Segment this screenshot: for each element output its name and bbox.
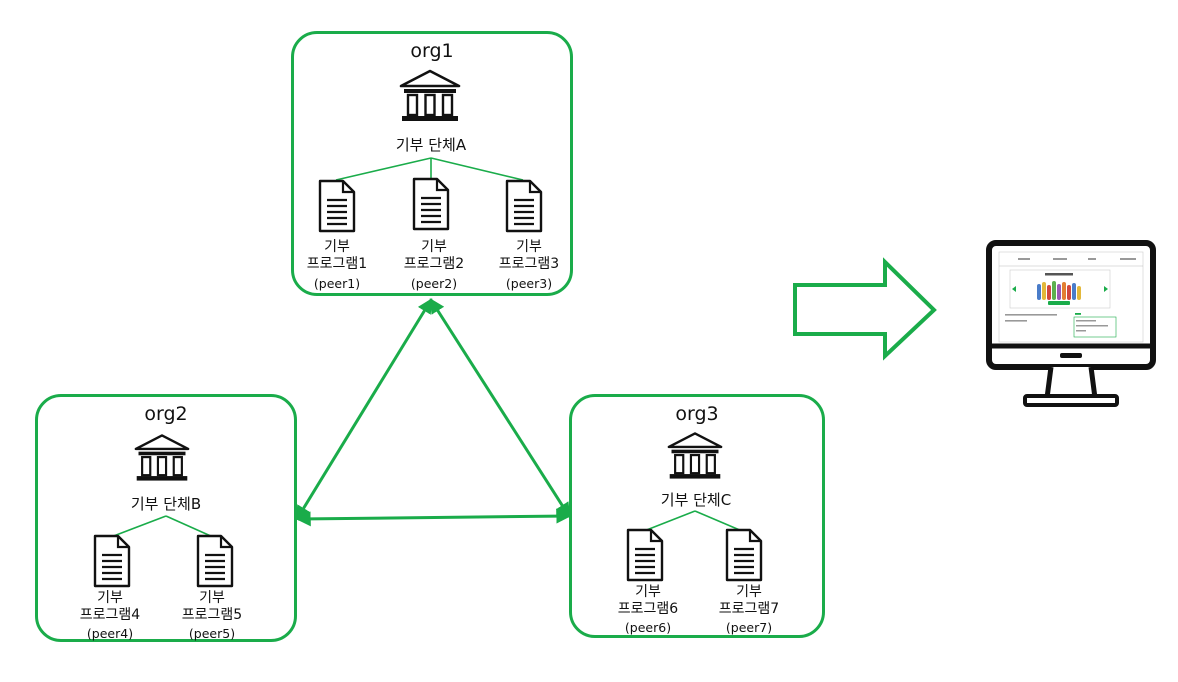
org1-tree-lines	[335, 157, 524, 181]
org1-box: org1	[291, 31, 573, 296]
peer2-id: (peer2)	[410, 276, 458, 291]
institution-building-icon	[134, 434, 190, 481]
link-org1-org3	[429, 298, 571, 518]
document-icon	[318, 179, 356, 233]
org2-box: org2	[35, 394, 297, 642]
document-icon	[412, 177, 450, 231]
org2-label: org2	[144, 403, 188, 425]
link-org1-org2	[295, 298, 433, 521]
right-arrow-icon	[793, 257, 937, 361]
org2-tree-lines	[110, 515, 214, 538]
institution-building-icon	[667, 432, 723, 479]
document-icon	[505, 179, 543, 233]
link-org2-org3	[295, 508, 572, 527]
peer1-id: (peer1)	[313, 276, 361, 291]
org1-label: org1	[410, 40, 454, 62]
document-icon	[725, 528, 763, 582]
institution-building-icon	[399, 69, 461, 121]
hands-illustration	[1037, 281, 1081, 300]
org3-name: 기부 단체C	[660, 491, 732, 509]
peer7-id: (peer7)	[725, 620, 773, 635]
document-icon	[93, 534, 131, 588]
org3-label: org3	[675, 403, 719, 425]
peer4-id: (peer4)	[86, 626, 134, 641]
mini-webpage-screen	[998, 251, 1144, 343]
peer6-id: (peer6)	[624, 620, 672, 635]
org3-tree-lines	[643, 510, 743, 532]
desktop-monitor-icon	[986, 240, 1156, 407]
document-icon	[196, 534, 234, 588]
org1-name: 기부 단체A	[395, 136, 467, 154]
peer5-id: (peer5)	[188, 626, 236, 641]
org2-name: 기부 단체B	[130, 495, 202, 513]
peer3-id: (peer3)	[505, 276, 553, 291]
document-icon	[626, 528, 664, 582]
org3-box: org3	[569, 394, 825, 638]
